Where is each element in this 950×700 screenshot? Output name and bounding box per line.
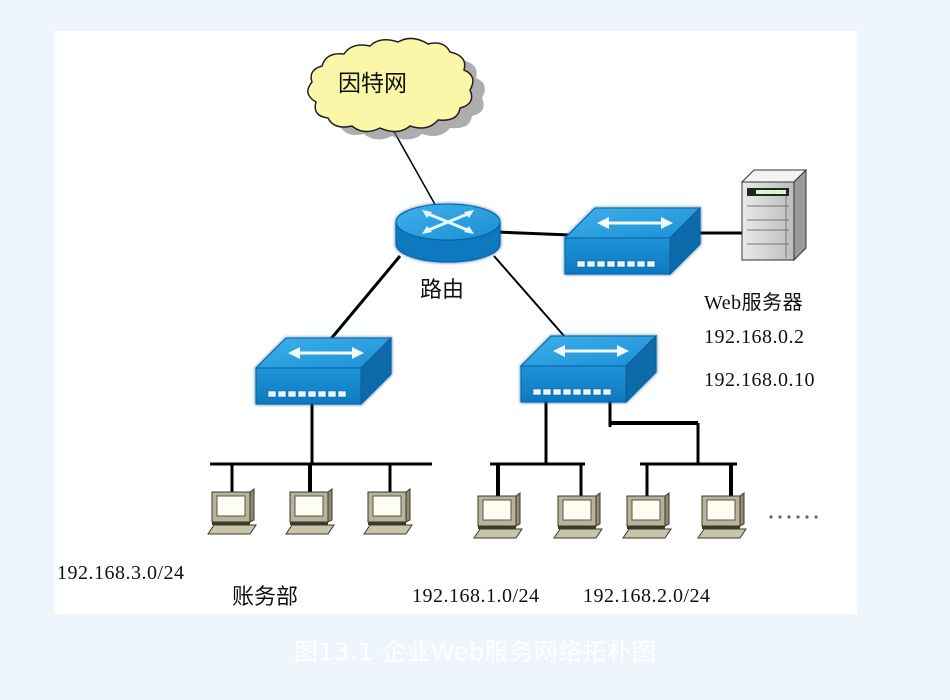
internet-cloud-icon: [307, 37, 485, 140]
pc-icon: [697, 492, 747, 539]
pc-group: [207, 488, 747, 539]
link-router-switch-accounting: [328, 255, 402, 341]
web-server-ip-2: 192.168.0.10: [704, 369, 815, 391]
link-router-switch-lan: [493, 255, 566, 338]
subnet-1-label: 192.168.1.0/24: [412, 585, 540, 607]
pc-icon: [473, 492, 523, 539]
pc-icon: [207, 488, 257, 535]
link-internet-router: [391, 127, 438, 209]
pc-icon: [553, 492, 603, 539]
web-server-icon: [740, 168, 808, 262]
web-switch-icon: [563, 206, 702, 276]
figure-caption: 图13.1 企业Web服务网络拓朴图: [293, 638, 657, 666]
more-hosts-ellipsis: [769, 515, 818, 519]
lan-switch-icon: [519, 334, 658, 404]
links: [210, 127, 742, 496]
router-label: 路由: [420, 278, 465, 303]
pc-icon: [363, 488, 413, 535]
web-server-ip-1: 192.168.0.2: [704, 326, 805, 348]
accounting-switch-icon: [254, 336, 393, 406]
accounting-dept-label: 账务部: [232, 585, 299, 610]
subnet-2-label: 192.168.2.0/24: [583, 585, 711, 607]
pc-icon: [285, 488, 335, 535]
web-server-label: Web服务器: [704, 292, 804, 314]
link-router-webswitch: [496, 230, 571, 237]
internet-label: 因特网: [338, 71, 407, 97]
accounting-network-label: 192.168.3.0/24: [57, 562, 185, 584]
router-icon: [395, 203, 501, 263]
pc-icon: [622, 492, 672, 539]
